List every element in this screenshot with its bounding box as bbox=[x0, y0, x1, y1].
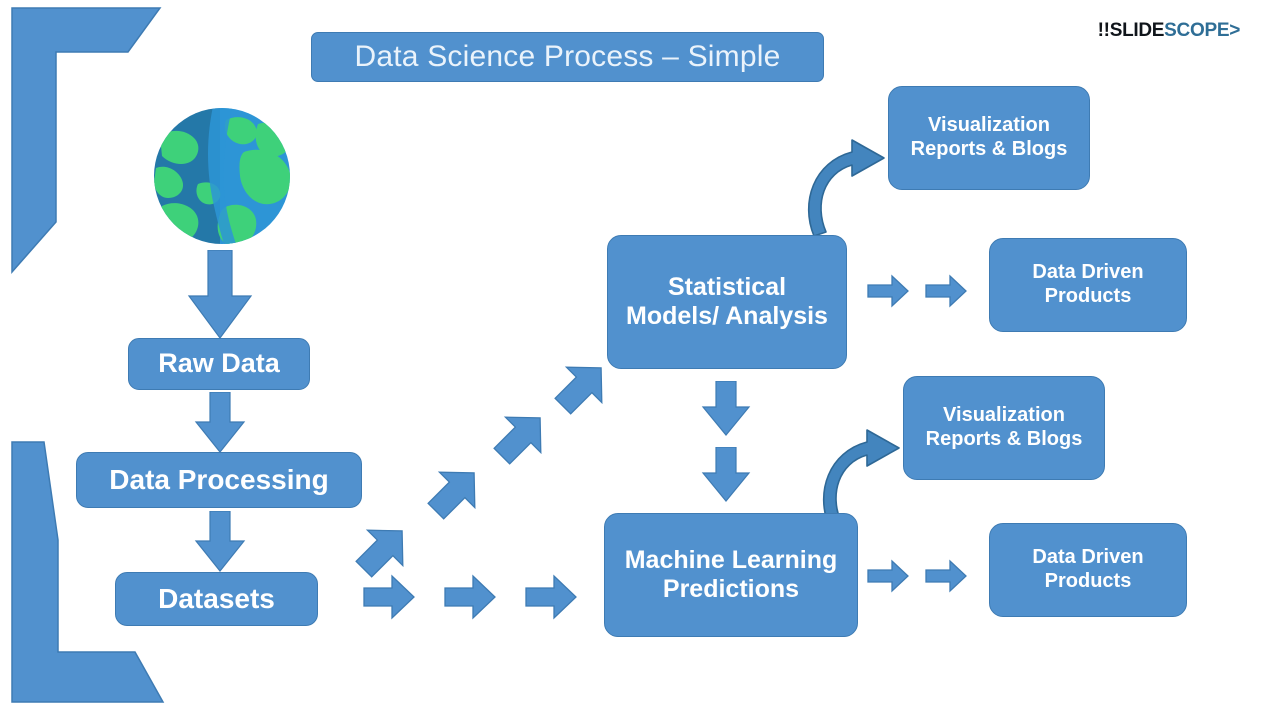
arrow-diagonal-1 bbox=[355, 529, 404, 578]
node-statistical-models-line2: Models/ Analysis bbox=[626, 302, 828, 330]
node-machine-learning-line2: Predictions bbox=[662, 575, 800, 603]
arrow-stats-to-products-1 bbox=[867, 274, 909, 308]
node-data-driven-top-line2: Products bbox=[1044, 285, 1132, 307]
node-visualization-reports-top[interactable]: Visualization Reports & Blogs bbox=[888, 86, 1090, 190]
slide-title-banner: Data Science Process – Simple bbox=[311, 32, 824, 82]
node-visualization-top-label: Visualization Reports & Blogs bbox=[911, 114, 1068, 161]
node-raw-data[interactable]: Raw Data bbox=[128, 338, 310, 390]
top-left-bracket-decoration bbox=[11, 7, 162, 274]
node-data-driven-products-top[interactable]: Data Driven Products bbox=[989, 238, 1187, 332]
node-data-driven-products-bottom[interactable]: Data Driven Products bbox=[989, 523, 1187, 617]
globe-icon bbox=[154, 108, 290, 244]
node-machine-learning-label: Machine Learning Predictions bbox=[625, 546, 838, 605]
logo-mark: !! bbox=[1097, 20, 1110, 41]
arrow-raw-data-to-processing bbox=[194, 392, 246, 453]
node-visualization-bottom-label: Visualization Reports & Blogs bbox=[926, 404, 1083, 451]
node-visualization-top-line1: Visualization bbox=[928, 114, 1050, 137]
arrow-horizontal-2 bbox=[444, 574, 496, 620]
arrow-stats-to-ml-2 bbox=[701, 447, 751, 502]
arrow-processing-to-datasets bbox=[194, 511, 246, 572]
node-visualization-bottom-line2: Reports & Blogs bbox=[925, 428, 1083, 450]
arrow-diagonal-2 bbox=[427, 471, 476, 520]
arrow-stats-to-products-2 bbox=[925, 274, 967, 308]
slide-title-text: Data Science Process – Simple bbox=[354, 40, 781, 73]
node-data-driven-bottom-line2: Products bbox=[1044, 570, 1132, 592]
node-data-driven-top-line1: Data Driven bbox=[1032, 261, 1144, 284]
node-machine-learning-line1: Machine Learning bbox=[624, 545, 838, 574]
arrow-horizontal-1 bbox=[363, 574, 415, 620]
node-visualization-reports-bottom[interactable]: Visualization Reports & Blogs bbox=[903, 376, 1105, 480]
slidescope-logo: !!SLIDESCOPE> bbox=[1097, 20, 1241, 42]
node-data-driven-bottom-line1: Data Driven bbox=[1032, 546, 1144, 569]
node-data-driven-bottom-label: Data Driven Products bbox=[1032, 546, 1143, 593]
arrow-globe-to-raw-data bbox=[187, 250, 253, 340]
node-statistical-models[interactable]: Statistical Models/ Analysis bbox=[607, 235, 847, 369]
node-raw-data-label: Raw Data bbox=[158, 348, 280, 379]
curved-arrow-stats-to-visualization bbox=[807, 139, 885, 237]
node-statistical-models-line1: Statistical bbox=[667, 272, 787, 301]
logo-text-slide: SLIDE bbox=[1109, 20, 1165, 41]
node-visualization-top-line2: Reports & Blogs bbox=[910, 138, 1068, 160]
node-data-processing[interactable]: Data Processing bbox=[76, 452, 362, 508]
arrow-ml-to-products-1 bbox=[867, 559, 909, 593]
node-datasets-label: Datasets bbox=[158, 583, 275, 615]
node-visualization-bottom-line1: Visualization bbox=[943, 404, 1065, 427]
node-data-processing-label: Data Processing bbox=[109, 464, 329, 496]
node-datasets[interactable]: Datasets bbox=[115, 572, 318, 626]
node-machine-learning-predictions[interactable]: Machine Learning Predictions bbox=[604, 513, 858, 637]
node-statistical-models-label: Statistical Models/ Analysis bbox=[626, 273, 828, 332]
arrow-stats-to-ml-1 bbox=[701, 381, 751, 436]
node-data-driven-top-label: Data Driven Products bbox=[1032, 261, 1143, 308]
arrow-diagonal-4 bbox=[554, 366, 603, 415]
arrow-horizontal-3 bbox=[525, 574, 577, 620]
arrow-diagonal-3 bbox=[493, 416, 542, 465]
arrow-ml-to-products-2 bbox=[925, 559, 967, 593]
logo-text-scope: SCOPE> bbox=[1164, 20, 1240, 41]
